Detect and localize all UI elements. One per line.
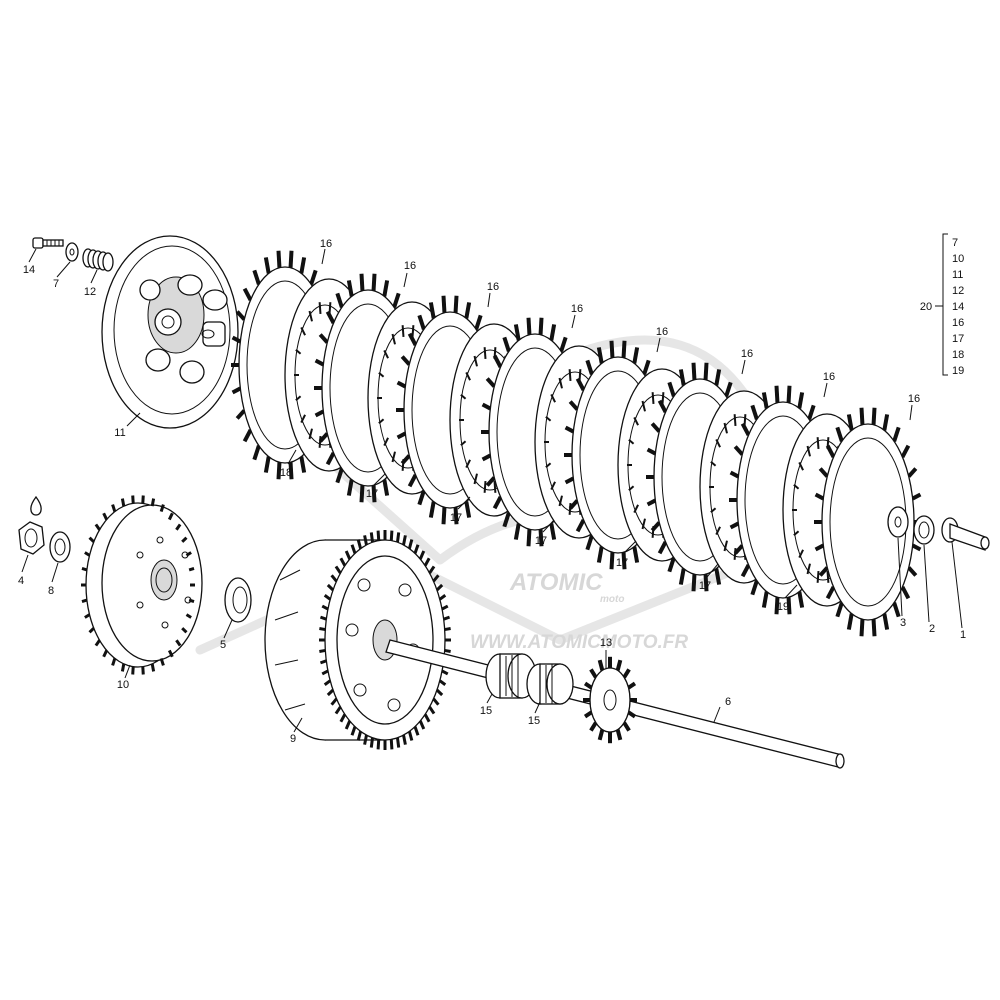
- part-10-inner-hub: [81, 495, 203, 675]
- kit-item: 14: [952, 301, 964, 313]
- part-9-clutch-basket: [264, 530, 451, 750]
- callout-1: 1: [960, 629, 966, 641]
- callout-17: 17: [535, 535, 547, 547]
- part-13-drive-gear: [583, 656, 637, 744]
- callout-17: 17: [699, 580, 711, 592]
- kit-item: 17: [952, 333, 964, 345]
- watermark-url: WWW.ATOMICMOTO.FR: [470, 632, 688, 653]
- callout-15: 15: [528, 715, 540, 727]
- callout-4: 4: [18, 575, 24, 587]
- part-8-washer: [49, 531, 71, 563]
- callout-16: 16: [908, 393, 920, 405]
- kit-item: 10: [952, 253, 964, 265]
- callout-16: 16: [487, 281, 499, 293]
- watermark-brand: ATOMIC: [509, 569, 603, 596]
- callout-3: 3: [900, 617, 906, 629]
- callout-17: 17: [450, 512, 462, 524]
- callout-16: 16: [656, 326, 668, 338]
- part-4-nut: [18, 521, 45, 555]
- callout-19: 19: [777, 601, 789, 613]
- kit-20-contents: 7 10 11 12 14 16 17 18 19: [952, 237, 964, 377]
- clutch-plate-stack: [231, 250, 922, 637]
- watermark-sub: moto: [600, 594, 624, 605]
- callout-9: 9: [290, 733, 296, 745]
- callout-labels: 14 7 12 11 16 16 16 16 16 16 16 16 18 17…: [18, 238, 966, 745]
- part-3-thrust-washer: [887, 506, 909, 538]
- callout-16: 16: [404, 260, 416, 272]
- part-7-washer: [65, 242, 79, 262]
- kit-item: 11: [952, 269, 963, 281]
- part-14-bolt: [32, 237, 64, 249]
- callout-15: 15: [480, 705, 492, 717]
- callout-11: 11: [114, 427, 125, 439]
- callout-7: 7: [53, 278, 59, 290]
- callout-2: 2: [929, 623, 935, 635]
- callout-10: 10: [117, 679, 129, 691]
- part-5-splined-washer: [224, 577, 252, 623]
- part-1-pushrod: [941, 517, 990, 551]
- kit-item: 12: [952, 285, 964, 297]
- callout-16: 16: [741, 348, 753, 360]
- friction-plate: [814, 407, 922, 637]
- kit-item: 7: [952, 237, 958, 249]
- callout-6: 6: [725, 696, 731, 708]
- oil-drop-icon: [30, 495, 42, 516]
- callout-8: 8: [48, 585, 54, 597]
- kit-item: 16: [952, 317, 964, 329]
- callout-16: 16: [320, 238, 332, 250]
- part-11-pressure-plate: [101, 235, 239, 429]
- callout-17: 17: [366, 488, 378, 500]
- callout-18: 18: [280, 467, 292, 479]
- callout-16: 16: [571, 303, 583, 315]
- kit-item: 19: [952, 365, 964, 377]
- callout-16: 16: [823, 371, 835, 383]
- callout-14: 14: [23, 264, 35, 276]
- callout-12: 12: [84, 286, 96, 298]
- leader-lines: [21, 248, 963, 733]
- callout-17: 17: [616, 557, 628, 569]
- kit-20-bracket: [935, 233, 948, 376]
- kit-20-label: 20: [920, 301, 932, 313]
- callout-5: 5: [220, 639, 226, 651]
- callout-13: 13: [600, 637, 612, 649]
- part-2-needle-bearing: [913, 515, 935, 545]
- kit-item: 18: [952, 349, 964, 361]
- part-15-needle-bearing-b: [526, 663, 574, 705]
- part-12-spring: [82, 248, 114, 272]
